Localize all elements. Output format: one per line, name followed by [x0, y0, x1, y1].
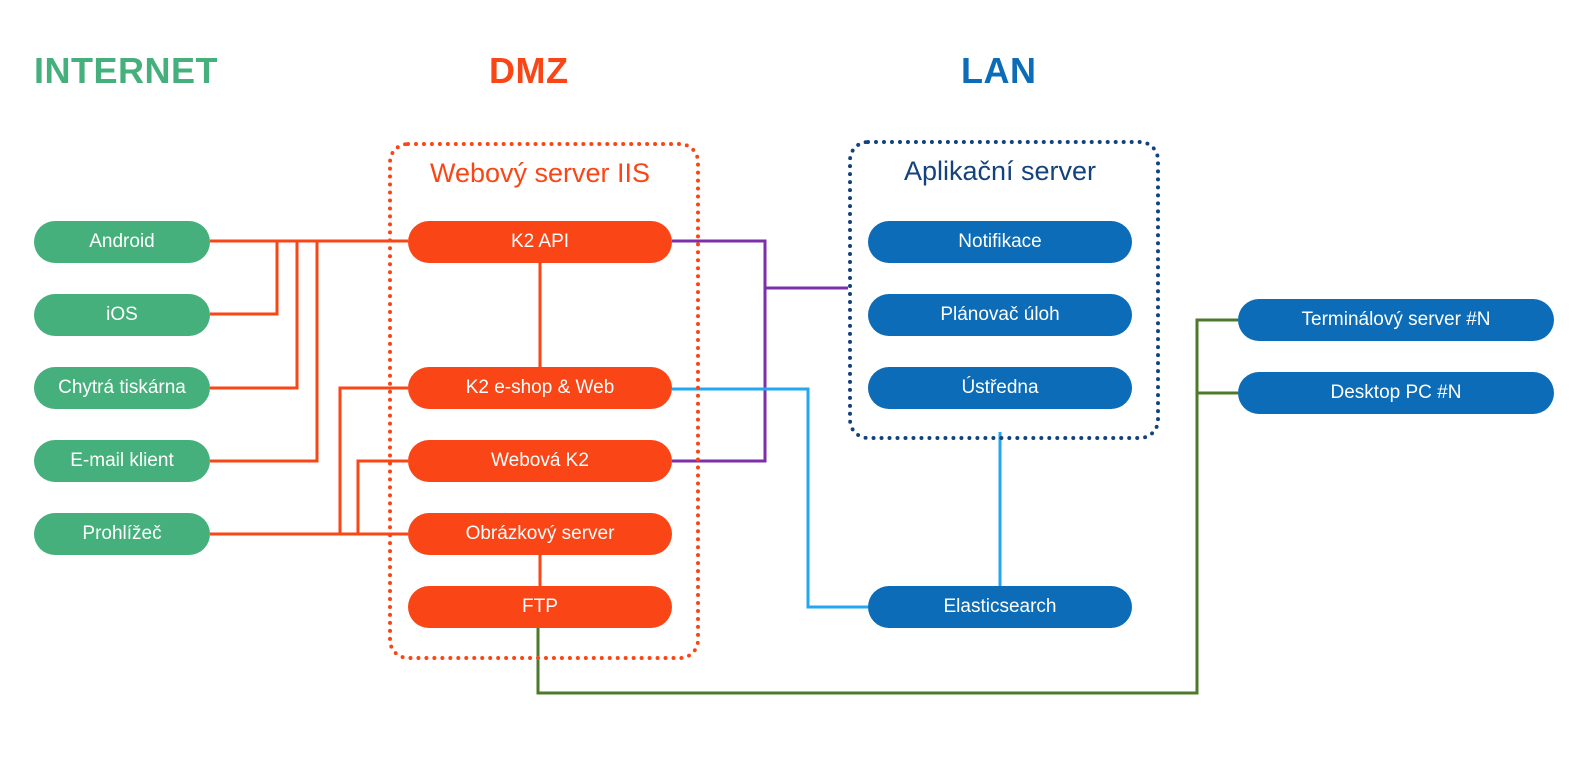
internet-node-ios[interactable]: iOS — [34, 294, 210, 336]
dmz-group-container — [388, 142, 700, 660]
lan-node-elasticsearch[interactable]: Elasticsearch — [868, 586, 1132, 628]
internet-node-android[interactable]: Android — [34, 221, 210, 263]
zone-title-internet: INTERNET — [34, 50, 218, 91]
internet-node-e-mail-klient[interactable]: E-mail klient — [34, 440, 210, 482]
connector-eshop-to-elastic — [672, 387, 868, 609]
lan-client-node-desktop-pc-n[interactable]: Desktop PC #N — [1238, 372, 1554, 414]
internet-node-prohlizec[interactable]: Prohlížeč — [34, 513, 210, 555]
connector-ios-to-k2api — [210, 241, 279, 316]
lan-group-title: Aplikační server — [903, 156, 1097, 186]
lan-node-notifikace[interactable]: Notifikace — [868, 221, 1132, 263]
dmz-node-k2-e-shop-web[interactable]: K2 e-shop & Web — [408, 367, 672, 409]
connector-email-to-k2api — [210, 241, 319, 463]
lan-node-planovac-uloh[interactable]: Plánovač úloh — [868, 294, 1132, 336]
dmz-node-k2-api[interactable]: K2 API — [408, 221, 672, 263]
lan-client-node-terminalovy-server-n[interactable]: Terminálový server #N — [1238, 299, 1554, 341]
dmz-node-webova-k2[interactable]: Webová K2 — [408, 440, 672, 482]
dmz-group-title: Webový server IIS — [429, 158, 651, 188]
zone-title-dmz: DMZ — [489, 50, 569, 91]
dmz-node-ftp[interactable]: FTP — [408, 586, 672, 628]
zone-title-lan: LAN — [961, 50, 1037, 91]
dmz-node-obrazkovy-server[interactable]: Obrázkový server — [408, 513, 672, 555]
connector-tiskarna-to-k2api — [210, 241, 299, 390]
lan-group-container — [848, 140, 1160, 440]
lan-node-ustredna[interactable]: Ústředna — [868, 367, 1132, 409]
internet-node-chytra-tiskarna[interactable]: Chytrá tiskárna — [34, 367, 210, 409]
